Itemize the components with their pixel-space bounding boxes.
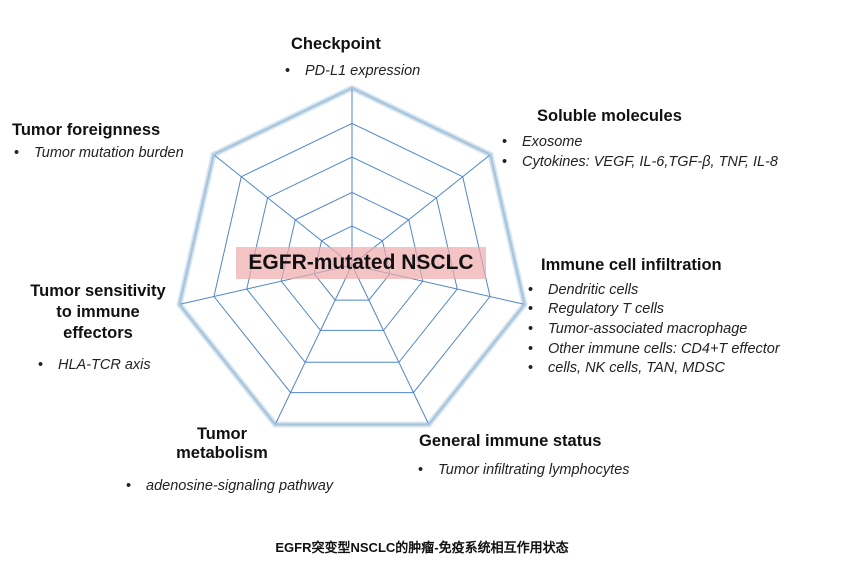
axis-item: Dendritic cells xyxy=(528,282,638,298)
axis-item: Exosome xyxy=(502,134,583,150)
axis-title-immune-cell-infiltration: Immune cell infiltration xyxy=(541,256,722,274)
grid-spoke-5 xyxy=(274,264,353,425)
axis-title-general-immune-status: General immune status xyxy=(419,432,602,450)
grid-spoke-2 xyxy=(351,154,491,266)
axis-item: adenosine-signaling pathway xyxy=(126,478,333,494)
axis-title-tumor-foreignness: Tumor foreignness xyxy=(12,121,161,139)
axis-title-tumor-metabolism: Tumor metabolism xyxy=(172,425,272,463)
grid-spoke-7 xyxy=(213,154,353,266)
grid-ring-3 xyxy=(246,156,458,363)
grid-spoke-4 xyxy=(351,264,430,425)
axis-title-soluble-molecules: Soluble molecules xyxy=(537,107,682,125)
axis-item-continued: cells, NK cells, TAN, MDSC xyxy=(528,360,725,376)
axis-item: PD-L1 expression xyxy=(285,63,420,79)
axis-item: Tumor-associated macrophage xyxy=(528,321,747,337)
title-line: effectors xyxy=(63,324,133,342)
title-line: Tumor sensitivity xyxy=(30,282,166,300)
axis-title-tumor-sensitivity: Tumor sensitivity to immune effectors xyxy=(18,281,178,344)
axis-item: HLA-TCR axis xyxy=(38,357,151,373)
grid-ring-1 xyxy=(313,225,391,301)
axis-item: Other immune cells: CD4+T effector xyxy=(528,341,780,357)
grid-ring-4 xyxy=(213,122,491,394)
axis-item: Regulatory T cells xyxy=(528,301,664,317)
axis-item: Tumor mutation burden xyxy=(14,145,184,161)
center-label: EGFR-mutated NSCLC xyxy=(236,247,486,279)
figure-caption: EGFR突变型NSCLC的肿瘤-免疫系统相互作用状态 xyxy=(275,540,569,555)
outer-ring xyxy=(178,86,526,426)
axis-title-checkpoint: Checkpoint xyxy=(291,35,381,53)
grid-ring-2 xyxy=(280,191,424,331)
title-line: to immune xyxy=(56,303,140,321)
axis-item: Cytokines: VEGF, IL-6,TGF-β, TNF, IL-8 xyxy=(502,154,778,170)
title-line: Tumor xyxy=(196,425,248,443)
title-line: metabolism xyxy=(176,444,268,462)
axis-item: Tumor infiltrating lymphocytes xyxy=(418,462,629,478)
